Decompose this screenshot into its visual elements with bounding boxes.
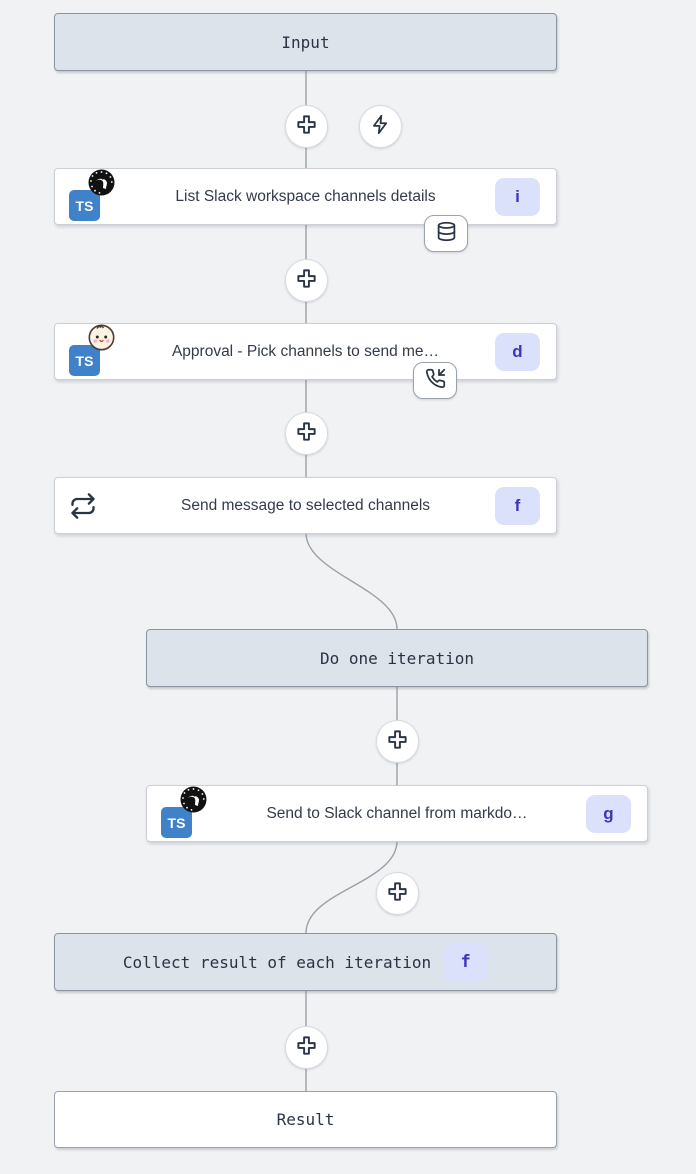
typescript-icon: TS [161, 807, 192, 838]
result-node-label: Result [276, 1110, 335, 1129]
deno-icon [88, 169, 115, 196]
deno-icon [180, 786, 207, 813]
step-label: Send message to selected channels [180, 496, 431, 514]
database-icon [436, 221, 457, 247]
typescript-icon: TS [69, 345, 100, 376]
step-id-badge: g [586, 794, 631, 833]
add-step-button-3[interactable] [285, 412, 328, 455]
input-node-label: Input [281, 32, 330, 52]
edge-node3-iteration [305, 532, 398, 630]
iteration-header-label: Do one iteration [319, 648, 475, 668]
bun-icon [88, 324, 115, 351]
step-node-list-slack-channels[interactable]: TS List Slack workspace channels details… [54, 168, 557, 225]
add-step-button-1[interactable] [285, 105, 328, 148]
plus-icon [386, 728, 409, 756]
typescript-deno-icon: TS [161, 786, 207, 838]
step-label: Approval - Pick channels to send me… [171, 342, 440, 360]
add-step-button-4[interactable] [376, 872, 419, 915]
step-label: Send to Slack channel from markdo… [266, 804, 528, 822]
step-id-badge: d [495, 332, 540, 371]
typescript-bun-icon: TS [69, 324, 115, 376]
plus-icon [295, 113, 318, 141]
plus-icon [295, 420, 318, 448]
plus-icon [295, 1034, 318, 1062]
zap-icon [370, 114, 391, 140]
add-trigger-button[interactable] [359, 105, 402, 148]
step-id-badge: f [443, 943, 489, 981]
plus-icon [386, 880, 409, 908]
step-node-approval-pick-channels[interactable]: TS Approval - Pick channels to send me… … [54, 323, 557, 380]
step-node-forloop-send-message[interactable]: Send message to selected channels f [54, 477, 557, 534]
result-node[interactable]: Result [54, 1091, 557, 1148]
step-label: List Slack workspace channels details [175, 187, 436, 205]
collect-result-label: Collect result of each iteration [122, 952, 432, 972]
cache-button[interactable] [424, 215, 468, 252]
repeat-icon [69, 478, 115, 533]
iteration-header[interactable]: Do one iteration [146, 629, 648, 687]
step-node-send-to-slack-channel[interactable]: TS Send to Slack channel from markdo… g [146, 785, 648, 842]
suspend-approval-button[interactable] [413, 362, 457, 399]
collect-result-node[interactable]: Collect result of each iteration f [54, 933, 557, 991]
phone-incoming-icon [425, 368, 446, 394]
add-step-button-2[interactable] [285, 259, 328, 302]
add-step-button-5[interactable] [285, 1026, 328, 1069]
step-id-badge: f [495, 486, 540, 525]
typescript-icon: TS [69, 190, 100, 221]
typescript-deno-icon: TS [69, 169, 115, 221]
add-step-button-iteration[interactable] [376, 720, 419, 763]
plus-icon [295, 267, 318, 295]
input-node[interactable]: Input [54, 13, 557, 71]
step-id-badge: i [495, 177, 540, 216]
